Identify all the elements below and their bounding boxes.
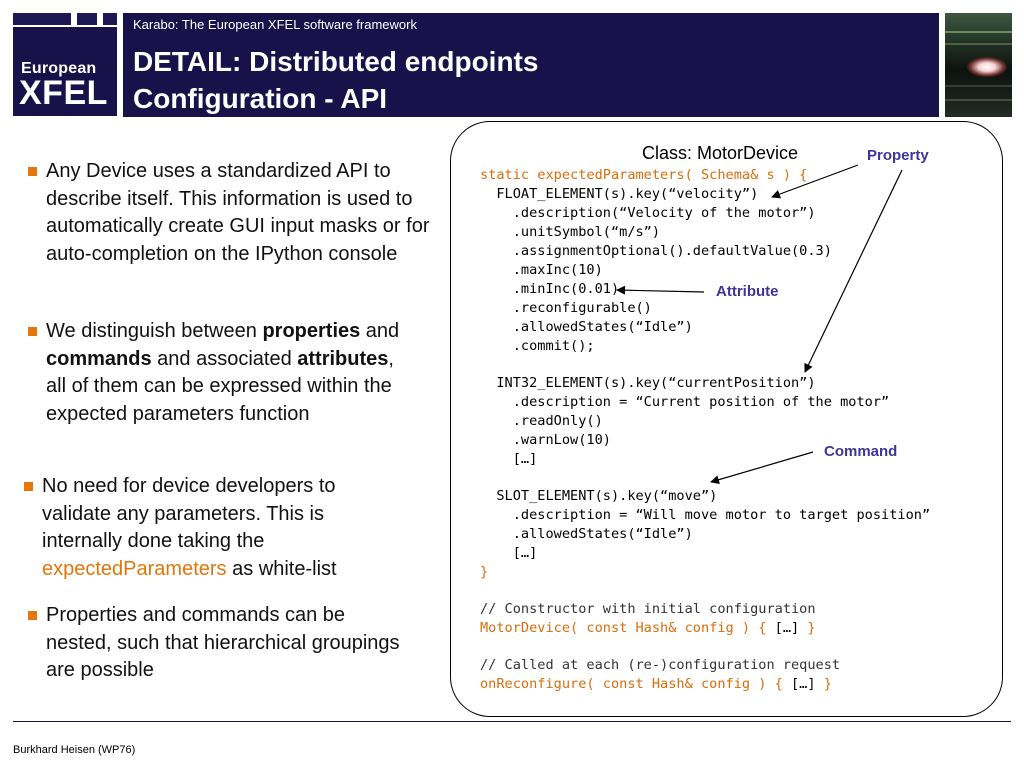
bullet-text-part: , all of them can be expressed within th…	[46, 347, 394, 425]
code-line: .reconfigurable()	[480, 300, 652, 316]
footer-author: Burkhard Heisen (WP76)	[13, 744, 136, 756]
class-title: Class: MotorDevice	[642, 143, 799, 163]
code-line: .unitSymbol(“m/s”)	[480, 224, 661, 240]
slide-title: DETAIL: Distributed endpoints Configurat…	[133, 43, 538, 117]
photo-streak	[945, 43, 1012, 45]
arrow-command	[710, 451, 814, 485]
code-line: .description = “Will move motor to targe…	[480, 507, 931, 523]
header-bar	[123, 13, 939, 117]
arrow-property-position	[804, 169, 903, 373]
photo-streak	[945, 31, 1012, 33]
code-fragment: […]	[791, 676, 816, 692]
annotation-property: Property	[867, 147, 929, 164]
bullet-text: No need for device developers to validat…	[42, 473, 402, 583]
code-fragment: MotorDevice( const Hash& config ) {	[480, 620, 775, 636]
code-line: .maxInc(10)	[480, 262, 603, 278]
logo-square-2	[77, 13, 97, 25]
code-line: .commit();	[480, 338, 595, 354]
logo-square-1	[13, 13, 71, 25]
code-line: SLOT_ELEMENT(s).key(“move”)	[480, 488, 718, 504]
bullet-text-part: No need for device developers to validat…	[42, 475, 336, 552]
bullet-text-part: and associated	[151, 347, 298, 370]
bullet-highlight: expectedParameters	[42, 557, 227, 580]
photo-streak	[945, 99, 1012, 101]
slide-title-line1: DETAIL: Distributed endpoints	[133, 46, 539, 77]
logo-square-3	[103, 13, 117, 25]
code-line: onReconfigure( const Hash& config ) { [……	[480, 675, 832, 694]
arrow-property-velocity	[771, 164, 859, 199]
bullet-marker	[24, 482, 33, 491]
logo-text-xfel: XFEL	[19, 74, 108, 112]
bullet-marker	[28, 611, 37, 620]
code-line: }	[480, 564, 489, 580]
bullet-bold-attributes: attributes	[297, 347, 389, 370]
code-line: .readOnly()	[480, 413, 603, 429]
code-line: .description = “Current position of the …	[480, 394, 890, 410]
code-fragment: }	[799, 620, 816, 636]
code-panel	[450, 121, 1003, 717]
photo-streak	[945, 85, 1012, 87]
slide-title-line2: Configuration - API	[133, 83, 388, 114]
code-line: […]	[480, 451, 538, 467]
photo-glow	[967, 57, 1007, 77]
annotation-attribute: Attribute	[716, 283, 779, 300]
code-line: MotorDevice( const Hash& config ) { […] …	[480, 619, 816, 638]
code-line: […]	[480, 545, 538, 561]
bullet-bold-commands: commands	[46, 347, 152, 370]
code-fragment: }	[815, 676, 832, 692]
code-line: .assignmentOptional().defaultValue(0.3)	[480, 243, 832, 259]
code-line: INT32_ELEMENT(s).key(“currentPosition”)	[480, 375, 816, 391]
footer-divider	[13, 721, 1011, 722]
code-line: .allowedStates(“Idle”)	[480, 526, 693, 542]
header-subtitle: Karabo: The European XFEL software frame…	[133, 17, 417, 32]
bullet-text-part: as white-list	[226, 557, 337, 580]
code-line: static expectedParameters( Schema& s ) {	[480, 167, 808, 183]
logo-block	[13, 27, 117, 116]
annotation-command: Command	[824, 443, 898, 460]
code-line: .description(“Velocity of the motor”)	[480, 205, 816, 221]
bullet-marker	[28, 327, 37, 336]
bullet-marker	[28, 167, 37, 176]
code-fragment: […]	[774, 620, 800, 636]
code-line: .allowedStates(“Idle”)	[480, 319, 693, 335]
bullet-text-part: and	[360, 320, 400, 342]
code-comment: // Called at each (re-)configuration req…	[480, 657, 841, 673]
code-line: .warnLow(10)	[480, 432, 611, 448]
bullet-text: Any Device uses a standardized API to de…	[46, 160, 430, 265]
code-line: .minInc(0.01)	[480, 281, 620, 297]
bullet-text: We distinguish between properties and co…	[46, 318, 406, 428]
bullet-text: Properties and commands can be nested, s…	[46, 604, 400, 681]
code-fragment: onReconfigure( const Hash& config ) {	[480, 676, 791, 692]
header-photo	[945, 13, 1012, 117]
bullet-text-part: We distinguish between	[46, 320, 263, 342]
logo-text-european: European	[21, 60, 97, 77]
arrow-attribute	[616, 285, 705, 295]
code-line: FLOAT_ELEMENT(s).key(“velocity”)	[480, 186, 759, 202]
bullet-bold-properties: properties	[262, 320, 361, 342]
code-comment: // Constructor with initial configuratio…	[480, 601, 816, 617]
